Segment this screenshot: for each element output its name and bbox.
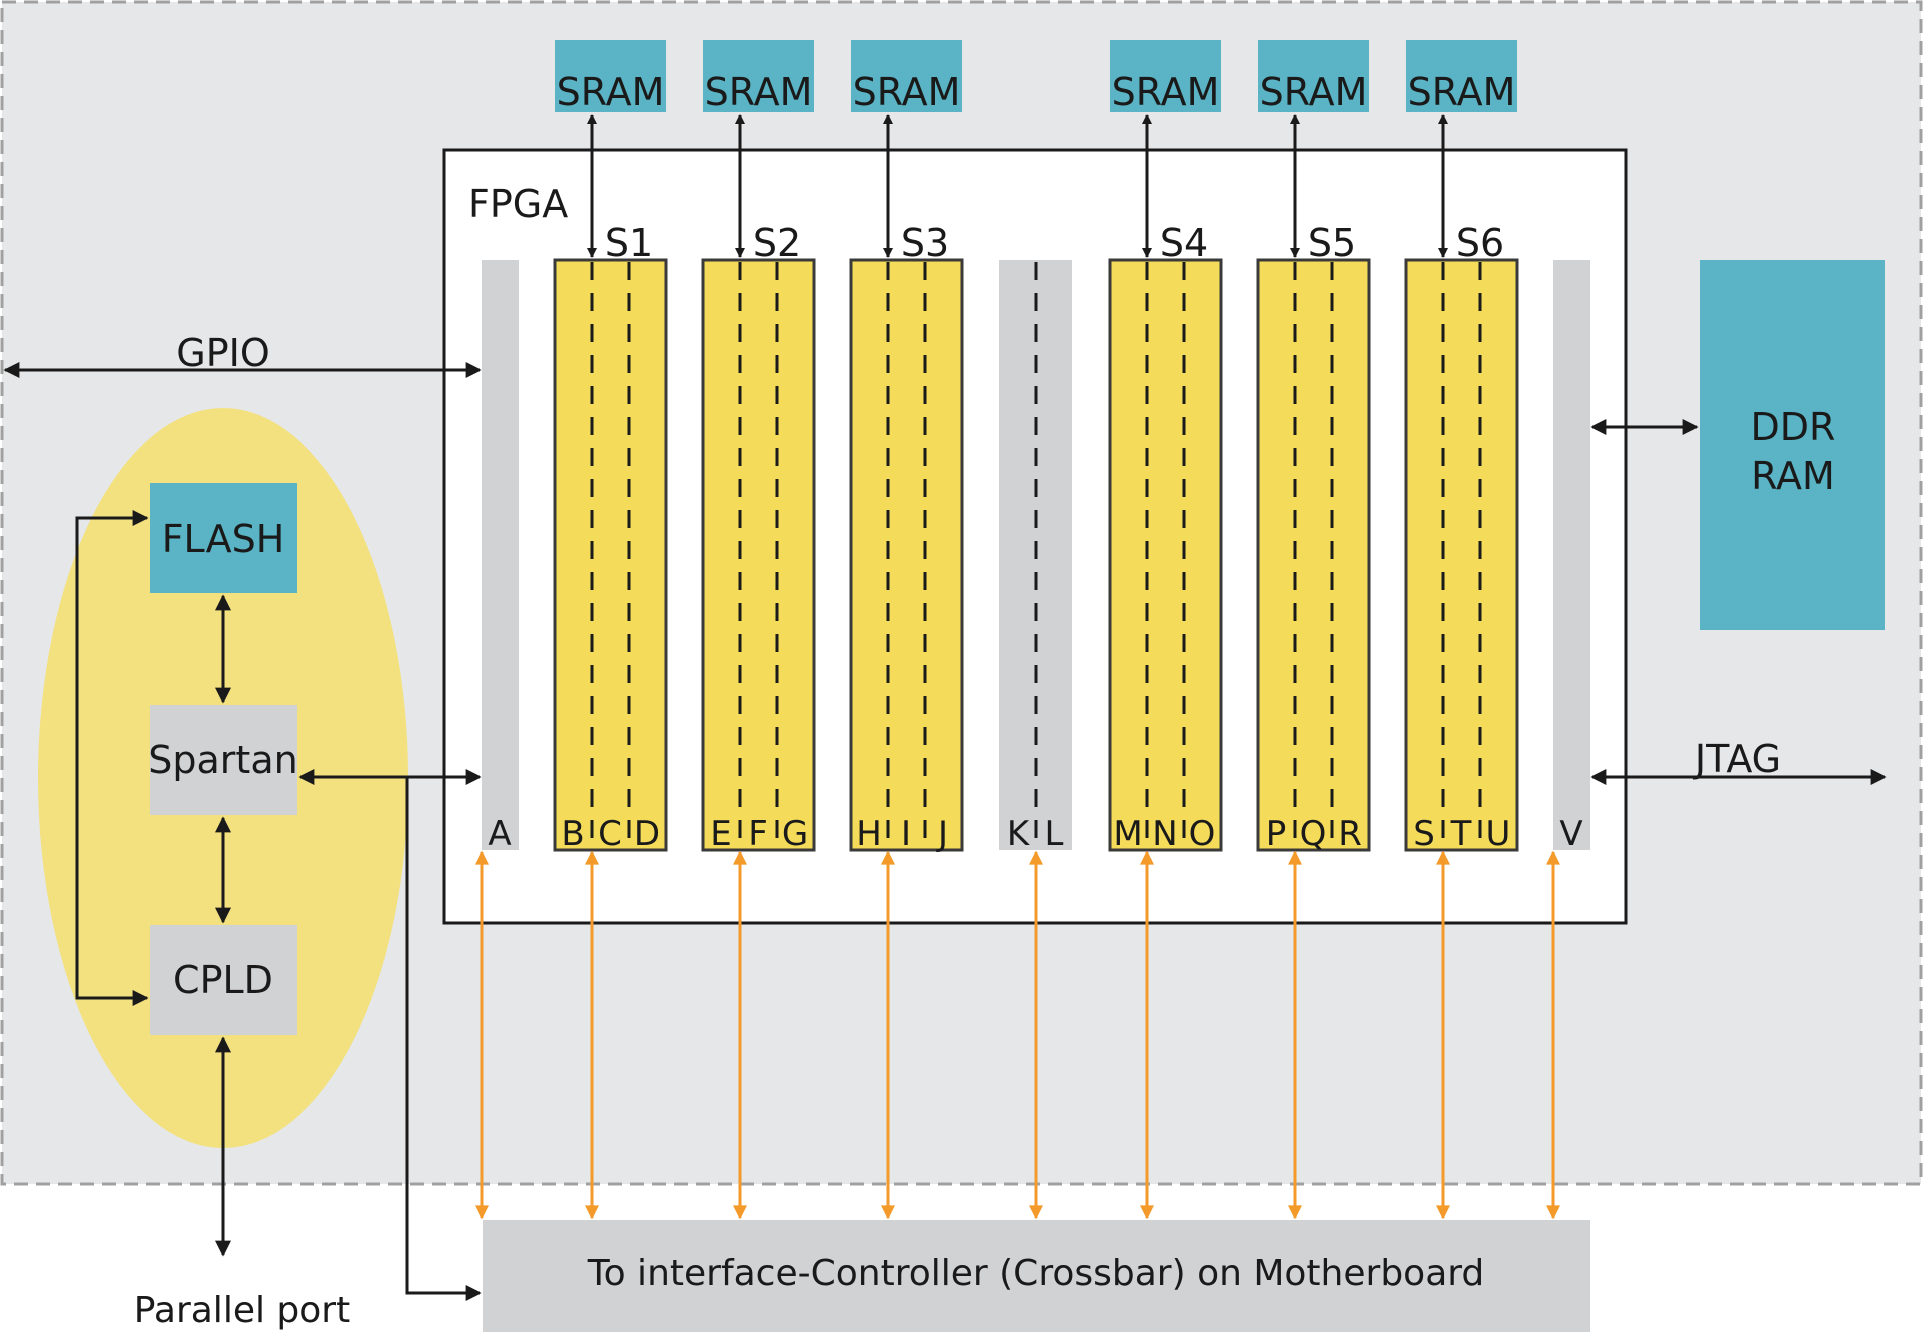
column-letter: T: [1450, 814, 1472, 854]
slice-label: S3: [901, 221, 949, 265]
column-letter: R: [1338, 814, 1362, 854]
slice-label: S5: [1308, 221, 1356, 265]
motherboard-bar: [483, 1220, 1590, 1332]
slice-group-6: SRAM S6: [1404, 40, 1519, 852]
column-letter: F: [748, 814, 768, 854]
sram-label: SRAM: [557, 70, 665, 114]
spartan-motherboard-link: [405, 777, 482, 1301]
spartan-label: Spartan: [148, 738, 297, 782]
column-bar-a: [482, 260, 519, 850]
ddr-label-line2: RAM: [1751, 454, 1835, 498]
sram-label: SRAM: [853, 70, 961, 114]
sram-block: [703, 40, 814, 112]
slice-label: S2: [753, 221, 801, 265]
column-letter: Q: [1300, 814, 1327, 854]
column-bar-v: [1553, 260, 1590, 850]
slice-block: [1108, 258, 1223, 852]
sram-block: [851, 40, 962, 112]
column-letter: M: [1113, 814, 1142, 854]
flash-label: FLASH: [162, 517, 285, 561]
column-letter: J: [936, 814, 948, 854]
column-letter: G: [782, 814, 808, 854]
column-letter: N: [1152, 814, 1177, 854]
slice-group-2: SRAM S2: [701, 40, 816, 852]
motherboard-label: To interface-Controller (Crossbar) on Mo…: [587, 1253, 1485, 1294]
column-letter: L: [1045, 814, 1064, 854]
column-letter: P: [1266, 814, 1287, 854]
column-letter: K: [1007, 814, 1031, 854]
sram-label: SRAM: [1408, 70, 1516, 114]
crossbar-links: [475, 850, 1560, 1220]
slice-block: [1256, 258, 1371, 852]
flash-cpld-bypass: [75, 510, 149, 1006]
slice-group-4: SRAM S4: [1108, 40, 1223, 852]
slice-block: [849, 258, 964, 852]
slice-label: S6: [1456, 221, 1504, 265]
sram-block: [1110, 40, 1221, 112]
column-letter: O: [1189, 814, 1216, 854]
slice-label: S4: [1160, 221, 1208, 265]
column-letter: U: [1486, 814, 1511, 854]
column-letter: C: [598, 814, 622, 854]
slice-block: [1404, 258, 1519, 852]
ddr-label-line1: DDR: [1751, 405, 1836, 449]
column-letter: D: [634, 814, 660, 854]
slice-group-3: SRAM S3: [849, 40, 964, 852]
slice-group-5: SRAM S5: [1256, 40, 1371, 852]
sram-label: SRAM: [1112, 70, 1220, 114]
parallel-port-label: Parallel port: [134, 1290, 350, 1331]
column-letter: S: [1413, 814, 1435, 854]
slice-block: [553, 258, 668, 852]
sram-label: SRAM: [705, 70, 813, 114]
sram-block: [555, 40, 666, 112]
spartan-block: [150, 705, 297, 815]
sram-block: [1258, 40, 1369, 112]
ddr-ram-block: [1700, 260, 1885, 630]
jtag-label: JTAG: [1693, 737, 1781, 781]
sram-block: [1406, 40, 1517, 112]
flash-block: [150, 483, 297, 593]
slice-groups: SRAM S1 SRAM S2 SRAM S3 SRAM S4 SRAM S5 SRAM S6: [553, 40, 1519, 852]
cpld-block: [150, 925, 297, 1035]
column-letter: B: [561, 814, 584, 854]
column-letter: H: [856, 814, 882, 854]
slice-group-1: SRAM S1: [553, 40, 668, 852]
column-letter: V: [1559, 814, 1582, 854]
column-letter: A: [488, 814, 511, 854]
slice-block: [701, 258, 816, 852]
sram-label: SRAM: [1260, 70, 1368, 114]
slice-label: S1: [605, 221, 653, 265]
gpio-label: GPIO: [176, 331, 269, 375]
column-letter: E: [710, 814, 731, 854]
cpld-label: CPLD: [173, 958, 273, 1002]
fpga-label: FPGA: [468, 182, 568, 226]
column-letter: I: [901, 814, 911, 854]
